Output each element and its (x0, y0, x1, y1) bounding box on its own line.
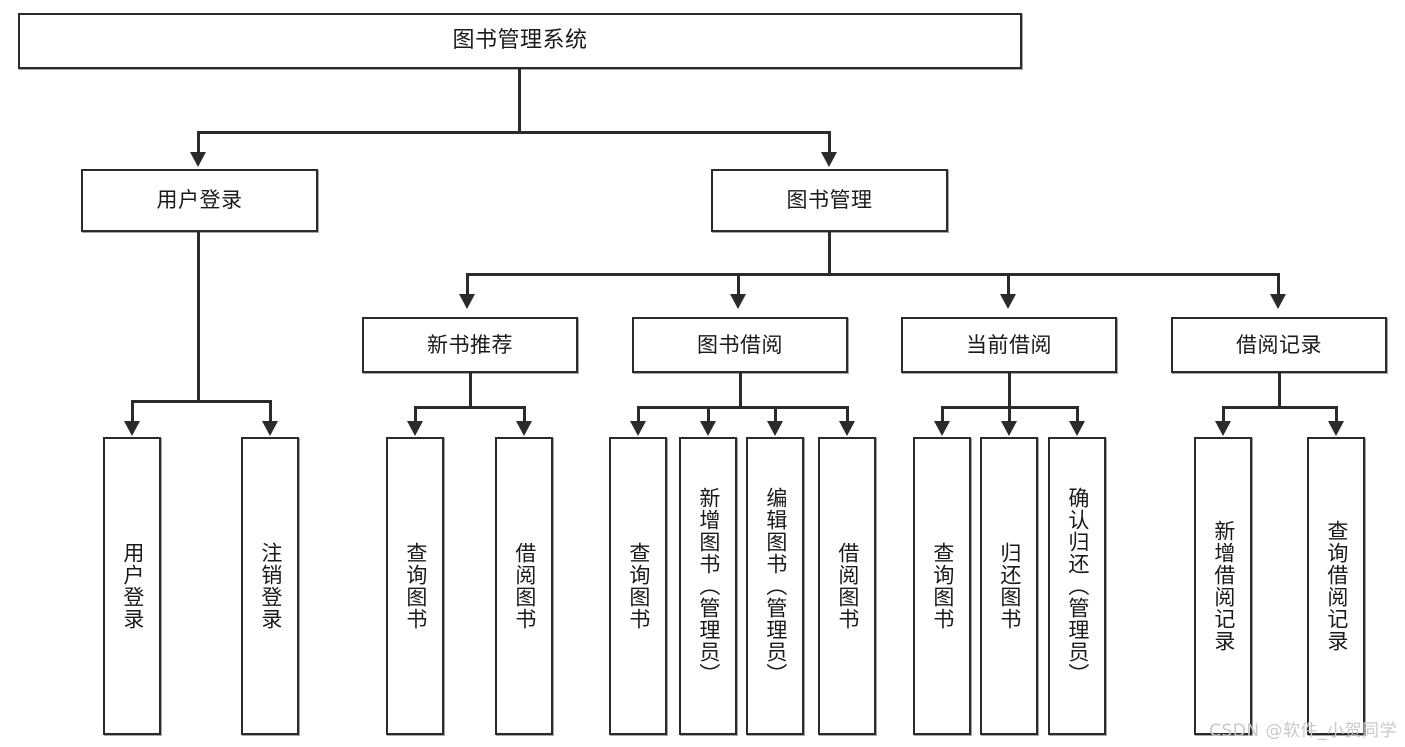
node-book-borrow[interactable]: 图书借阅 (632, 317, 848, 373)
edge-root-bus (197, 131, 831, 134)
node-leaf-add-record[interactable]: 新增借阅记录 (1194, 437, 1252, 735)
node-current-borrow-label: 当前借阅 (966, 332, 1052, 357)
edge-cb-to-leaf-1 (941, 406, 944, 422)
edge-bb-to-leaf-3 (774, 406, 777, 422)
node-book-borrow-label: 图书借阅 (697, 332, 783, 357)
node-user-login-label: 用户登录 (156, 188, 243, 213)
edge-new-book-bus (414, 406, 526, 409)
node-leaf-confirm-return[interactable]: 确认归还（管理员） (1048, 437, 1106, 735)
node-book-management[interactable]: 图书管理 (711, 169, 948, 232)
edge-bb-to-leaf-4 (846, 406, 849, 422)
node-leaf-logout-login-label: 注销登录 (258, 542, 283, 630)
node-new-book-recommend[interactable]: 新书推荐 (362, 317, 578, 373)
edge-user-login-to-leaf-2 (269, 400, 272, 422)
node-leaf-user-login-label: 用户登录 (120, 542, 145, 630)
edge-book-management-bus (466, 273, 1280, 276)
node-leaf-query-book-1[interactable]: 查询图书 (386, 437, 444, 735)
node-leaf-query-book-3[interactable]: 查询图书 (913, 437, 971, 735)
arrowhead-leaf-borrow-book-2 (839, 421, 855, 436)
arrowhead-leaf-confirm-return (1069, 421, 1085, 436)
edge-bb-to-leaf-2 (707, 406, 710, 422)
node-leaf-logout-login[interactable]: 注销登录 (241, 437, 299, 735)
arrowhead-user-login (190, 152, 206, 167)
node-leaf-borrow-book-1[interactable]: 借阅图书 (495, 437, 553, 735)
arrowhead-leaf-edit-book (767, 421, 783, 436)
node-leaf-query-book-3-label: 查询图书 (930, 542, 955, 630)
arrowhead-leaf-borrow-book-1 (516, 421, 532, 436)
arrowhead-leaf-query-book-1 (407, 421, 423, 436)
edge-book-borrow-bus (637, 406, 849, 409)
edge-borrow-record-bus (1222, 406, 1338, 409)
edge-br-to-leaf-2 (1335, 406, 1338, 422)
node-leaf-borrow-book-2-label: 借阅图书 (835, 542, 860, 630)
edge-cb-to-leaf-2 (1008, 406, 1011, 422)
arrowhead-current-borrow (1000, 294, 1016, 309)
edge-user-login-to-leaf-1 (131, 400, 134, 422)
node-root-label: 图书管理系统 (452, 28, 588, 54)
arrowhead-leaf-query-record (1328, 421, 1344, 436)
edge-cb-to-leaf-3 (1076, 406, 1079, 422)
node-user-login[interactable]: 用户登录 (81, 169, 318, 232)
edge-bm-to-borrow-record (1277, 273, 1280, 295)
node-leaf-query-record[interactable]: 查询借阅记录 (1307, 437, 1365, 735)
arrowhead-leaf-add-record (1215, 421, 1231, 436)
node-book-management-label: 图书管理 (786, 188, 873, 213)
arrowhead-book-management (821, 152, 837, 167)
edge-new-book-to-leaf-2 (523, 406, 526, 422)
node-leaf-query-record-label: 查询借阅记录 (1324, 520, 1349, 652)
edge-new-book-trunk (469, 373, 472, 406)
edge-user-login-bus (131, 400, 269, 403)
arrowhead-leaf-add-book (700, 421, 716, 436)
node-current-borrow[interactable]: 当前借阅 (901, 317, 1117, 373)
edge-current-borrow-trunk (1008, 373, 1011, 406)
edge-root-to-user-login (197, 131, 200, 153)
node-leaf-return-book[interactable]: 归还图书 (980, 437, 1038, 735)
node-leaf-borrow-book-2[interactable]: 借阅图书 (818, 437, 876, 735)
edge-root-trunk (518, 69, 521, 131)
node-leaf-edit-book[interactable]: 编辑图书（管理员） (746, 437, 804, 735)
node-borrow-record[interactable]: 借阅记录 (1171, 317, 1387, 373)
arrowhead-borrow-record (1270, 294, 1286, 309)
node-leaf-add-record-label: 新增借阅记录 (1211, 520, 1236, 652)
node-leaf-user-login[interactable]: 用户登录 (103, 437, 161, 735)
node-leaf-edit-book-label: 编辑图书（管理员） (763, 487, 788, 685)
edge-root-to-book-management (828, 131, 831, 153)
edge-bm-to-current-borrow (1007, 273, 1010, 295)
node-leaf-confirm-return-label: 确认归还（管理员） (1065, 487, 1090, 685)
node-leaf-add-book[interactable]: 新增图书（管理员） (679, 437, 737, 735)
node-leaf-query-book-1-label: 查询图书 (403, 542, 428, 630)
arrowhead-book-borrow (730, 294, 746, 309)
edge-book-borrow-trunk (739, 373, 742, 406)
arrowhead-leaf-logout-login (262, 421, 278, 436)
node-leaf-query-book-2-label: 查询图书 (626, 542, 651, 630)
arrowhead-leaf-query-book-3 (934, 421, 950, 436)
edge-user-login-trunk (197, 232, 200, 400)
node-leaf-return-book-label: 归还图书 (997, 542, 1022, 630)
edge-book-management-trunk (828, 232, 831, 273)
arrowhead-leaf-query-book-2 (630, 421, 646, 436)
arrowhead-leaf-user-login (124, 421, 140, 436)
edge-bm-to-new-book (466, 273, 469, 295)
node-leaf-add-book-label: 新增图书（管理员） (696, 487, 721, 685)
node-borrow-record-label: 借阅记录 (1236, 332, 1322, 357)
edge-new-book-to-leaf-1 (414, 406, 417, 422)
arrowhead-leaf-return-book (1001, 421, 1017, 436)
node-new-book-recommend-label: 新书推荐 (427, 332, 513, 357)
arrowhead-new-book-recommend (459, 294, 475, 309)
edge-bm-to-book-borrow (737, 273, 740, 295)
csdn-watermark: CSDN @软件_小贺同学 (1209, 721, 1397, 741)
node-leaf-borrow-book-1-label: 借阅图书 (512, 542, 537, 630)
edge-borrow-record-trunk (1278, 373, 1281, 406)
node-leaf-query-book-2[interactable]: 查询图书 (609, 437, 667, 735)
edge-bb-to-leaf-1 (637, 406, 640, 422)
edge-br-to-leaf-1 (1222, 406, 1225, 422)
node-root[interactable]: 图书管理系统 (18, 13, 1022, 69)
